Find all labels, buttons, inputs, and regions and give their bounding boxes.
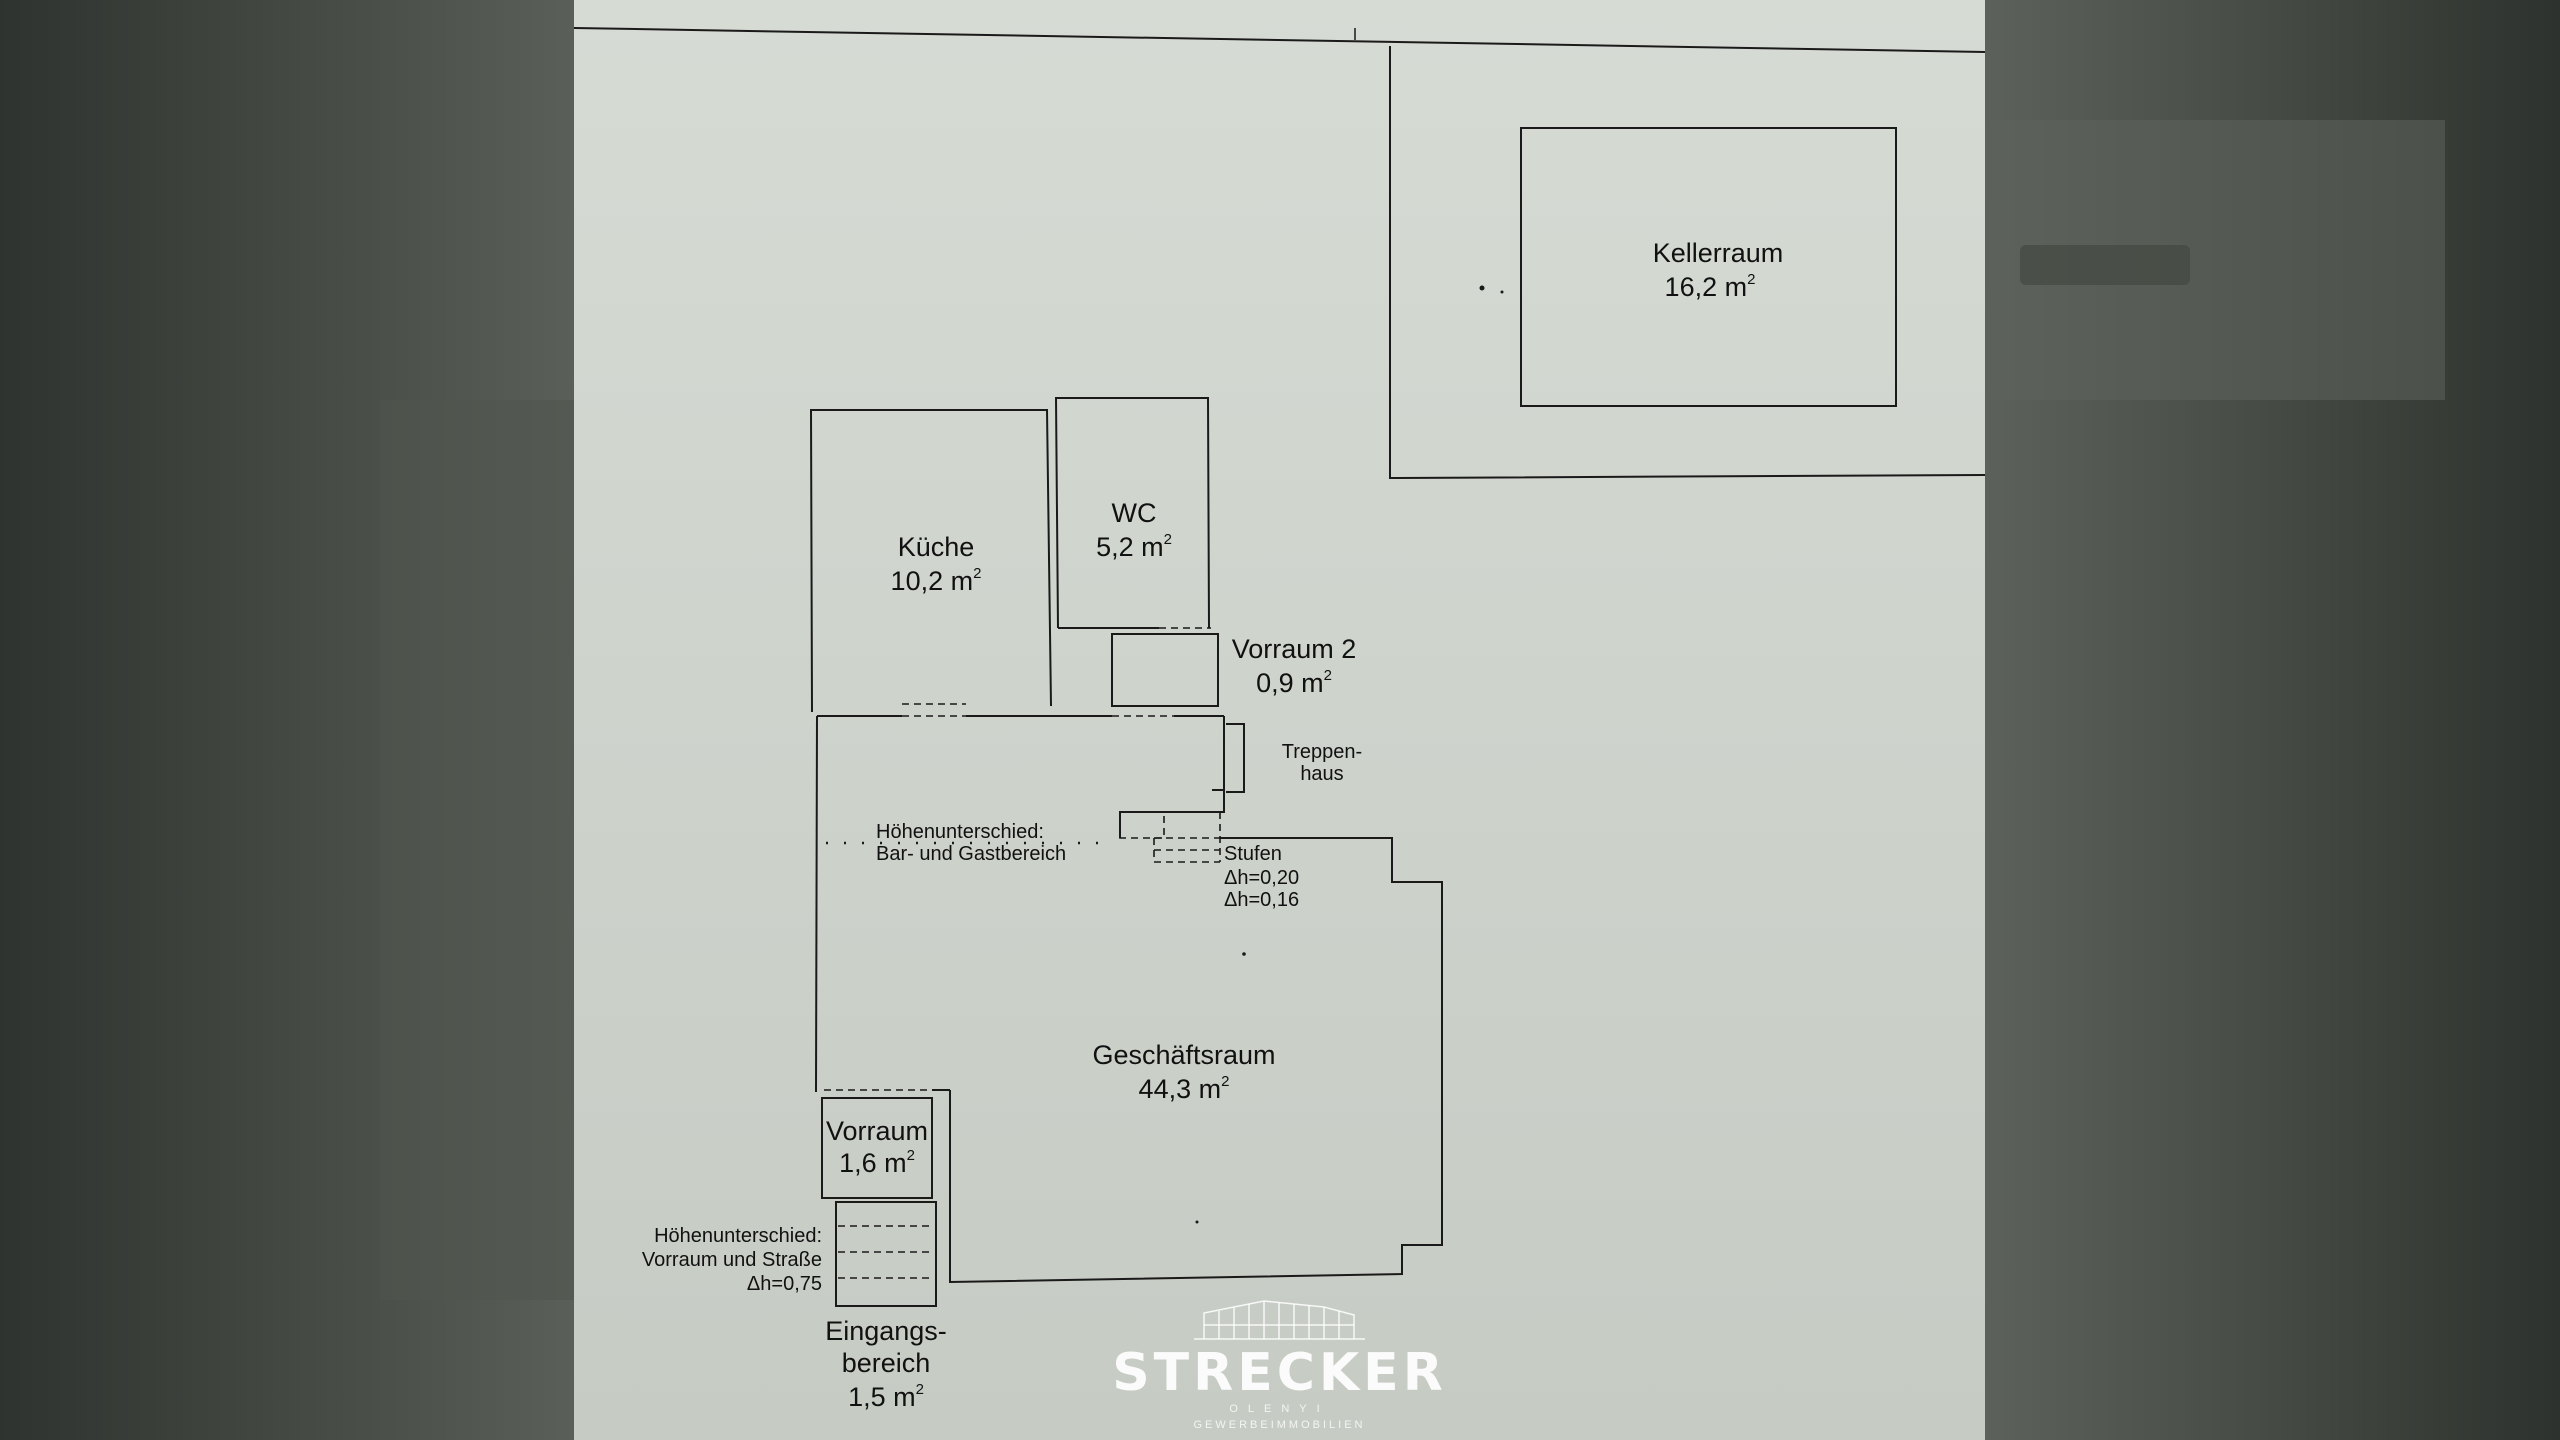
floor-plan-drawing: Kellerraum 16,2 m2 Küche 10,2 m2 WC 5,2 … (574, 27, 1985, 1412)
floor-plan-sheet: Kellerraum 16,2 m2 Küche 10,2 m2 WC 5,2 … (574, 0, 1985, 1440)
kellerraum-walls (1520, 127, 1897, 407)
eingang-area: 1,5 m2 (848, 1381, 924, 1412)
background-right-bar (2020, 245, 2190, 285)
geschaeftsraum-right-wall (949, 837, 1443, 1284)
geschaeftsraum-left-wall (815, 715, 818, 1093)
vorraum-label: Vorraum (826, 1116, 928, 1146)
treppenhaus-label-1: Treppen- (1282, 741, 1362, 763)
brand-name: STRECKER (1112, 1343, 1447, 1403)
brand-sub: OLENYI (1229, 1403, 1330, 1415)
kellerraum-area: 16,2 m2 (1665, 271, 1756, 302)
vorraum2-area: 0,9 m2 (1256, 667, 1332, 698)
stufen-label: Stufen (1224, 843, 1282, 865)
kueche-label: Küche (898, 532, 975, 562)
eingang-label-1: Eingangs- (825, 1316, 947, 1346)
eingangsbereich-walls (835, 1201, 937, 1307)
hoehen-strasse-label-1: Höhenunterschied: (654, 1225, 822, 1247)
treppenhaus-walls (1226, 723, 1245, 793)
kueche-walls (809, 409, 1052, 713)
top-boundary-line (574, 27, 1985, 53)
wc-walls (1054, 397, 1210, 629)
watermark-logo: STRECKER OLENYI GEWERBEIMMOBILIEN (574, 1285, 1985, 1440)
geschaeftsraum-label: Geschäftsraum (1092, 1040, 1275, 1070)
hoehen-bar-label-2: Bar- und Gastbereich (876, 843, 1066, 865)
hoehen-bar-label-1: Höhenunterschied: (876, 821, 1044, 843)
stufen-dh1: Δh=0,20 (1224, 867, 1299, 889)
treppenhaus-label-2: haus (1300, 763, 1343, 785)
brand-tagline: GEWERBEIMMOBILIEN (1193, 1419, 1366, 1431)
kellerraum-label: Kellerraum (1653, 238, 1784, 268)
hoehen-strasse-dh: Δh=0,75 (747, 1273, 822, 1295)
vorraum-area: 1,6 m2 (839, 1147, 915, 1178)
wc-area: 5,2 m2 (1096, 531, 1172, 562)
building-icon (1194, 1300, 1365, 1340)
hoehen-strasse-label-2: Vorraum und Straße (642, 1249, 822, 1271)
vorraum2-walls (1111, 633, 1219, 707)
stufen-dh2: Δh=0,16 (1224, 889, 1299, 911)
wc-label: WC (1112, 498, 1157, 528)
cellar-enclosure (1389, 46, 1985, 480)
eingang-label-2: bereich (842, 1348, 931, 1378)
vorraum2-label: Vorraum 2 (1232, 634, 1357, 664)
kueche-area: 10,2 m2 (891, 565, 982, 596)
background-left-shape (380, 400, 574, 1300)
geschaeftsraum-area: 44,3 m2 (1139, 1073, 1230, 1104)
